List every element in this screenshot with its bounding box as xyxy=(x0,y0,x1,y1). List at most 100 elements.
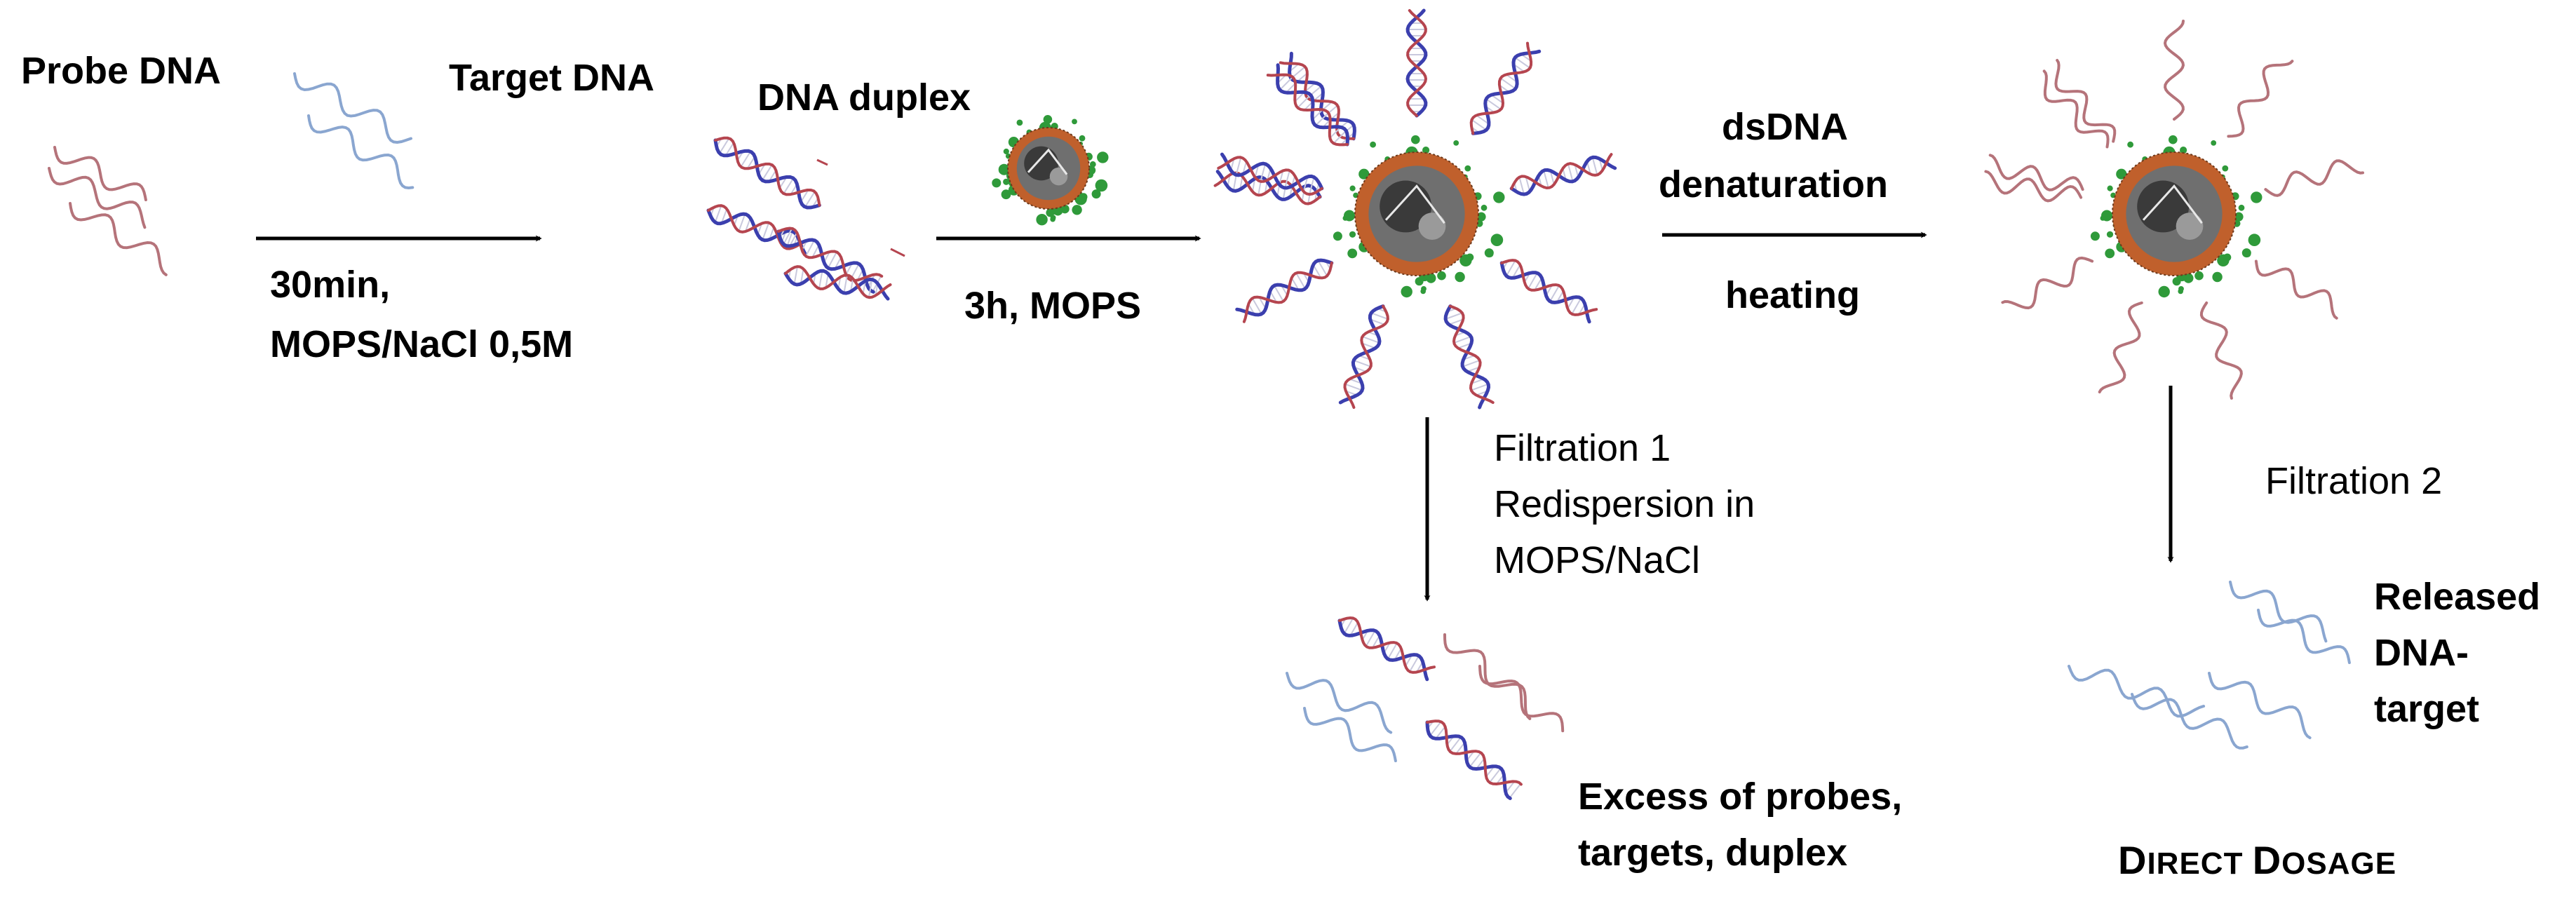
duplex-rung xyxy=(1353,359,1371,367)
filtration1-line2: Redispersion in xyxy=(1494,483,1755,525)
duplex-rung xyxy=(1235,157,1242,175)
particle-dot xyxy=(2127,141,2134,148)
duplex-strand-red xyxy=(1448,304,1495,404)
duplex-rung xyxy=(1471,119,1487,131)
probe-strand-2 xyxy=(69,202,168,276)
duplex-rung xyxy=(1311,109,1323,121)
duplex-fragment xyxy=(816,158,828,166)
excess-duplex-2 xyxy=(1425,719,1523,800)
duplex-strand-blue xyxy=(1443,304,1491,410)
duplex-rung xyxy=(1476,114,1490,125)
duplex-strand-blue xyxy=(1425,720,1512,800)
duplex-rung xyxy=(1365,630,1376,647)
duplex-strand-red xyxy=(1338,616,1436,674)
particle-dot xyxy=(1466,253,1474,262)
released-line3: target xyxy=(2374,688,2480,730)
particle-highlight xyxy=(1049,167,1068,186)
duplex-rung xyxy=(818,271,823,289)
conjugated-probe xyxy=(2042,69,2110,149)
arrow-layer xyxy=(256,231,2174,602)
duplex-rung xyxy=(811,244,820,258)
particle-dot xyxy=(1349,185,1356,191)
duplex-fragment xyxy=(890,248,905,257)
conjugated-probe xyxy=(2199,301,2243,400)
duplex-rung xyxy=(1490,94,1504,104)
duplex-rung xyxy=(825,273,829,288)
excess-target-1 xyxy=(1286,672,1393,734)
duplex-strand-red xyxy=(1279,61,1355,140)
duplex-rung xyxy=(1455,742,1466,755)
step1-condition-line2: MOPS/NaCl 0,5M xyxy=(270,323,574,365)
step3-line3: heating xyxy=(1725,274,1861,316)
particle-dot xyxy=(2105,248,2115,259)
particle-dot xyxy=(2180,147,2187,154)
particle-dot xyxy=(2238,204,2245,211)
duplex-strand-blue xyxy=(776,229,875,294)
excess-duplex-1 xyxy=(1337,616,1436,682)
duplex-strand-red xyxy=(1242,262,1333,323)
particle-dot xyxy=(1437,271,1446,280)
released-target-5 xyxy=(2208,672,2312,740)
particle-dot xyxy=(2106,231,2114,238)
particle-dot xyxy=(1453,140,1459,146)
duplex-rung xyxy=(1534,277,1543,291)
duplex-strand-blue xyxy=(1499,261,1591,324)
duplex-rung xyxy=(1372,635,1380,649)
filtration2-label: Filtration 2 xyxy=(2265,460,2443,502)
particle-dot xyxy=(1490,234,1504,247)
duplex-1 xyxy=(713,136,821,210)
probe-dna-label: Probe DNA xyxy=(21,50,222,92)
duplex-rung xyxy=(1525,176,1531,192)
duplex-rung xyxy=(1489,767,1502,783)
particle-center xyxy=(2137,180,2190,233)
duplex-rung xyxy=(1511,264,1521,278)
probe-strand-3 xyxy=(48,167,147,229)
duplex-strand-red xyxy=(777,226,884,283)
particle-dot xyxy=(2194,271,2204,280)
duplex-strand-red xyxy=(784,265,892,299)
duplex-rung xyxy=(1549,285,1560,302)
excess-probe-2 xyxy=(1478,665,1565,733)
target-dna-label: Target DNA xyxy=(449,57,655,99)
duplex-rung xyxy=(1260,163,1267,182)
particle-dot xyxy=(1072,205,1082,215)
duplex-rung xyxy=(789,232,798,247)
particle-dot xyxy=(2158,285,2170,298)
duplex-rung xyxy=(1462,359,1481,367)
step1-condition-line1: 30min, xyxy=(270,264,391,306)
step3-line2: denaturation xyxy=(1659,163,1889,205)
particle-highlight xyxy=(2176,212,2204,240)
duplex-rung xyxy=(1370,312,1389,320)
particle-dot xyxy=(1487,251,1494,257)
duplex-rung xyxy=(783,177,795,194)
particle-center xyxy=(1024,146,1058,181)
duplex-strand-red xyxy=(1426,719,1523,786)
duplex-rung xyxy=(1449,736,1462,752)
released-target-2 xyxy=(2257,609,2351,664)
direct-dosage-rest2: OSAGE xyxy=(2281,846,2397,881)
conjugated-probe xyxy=(2264,159,2364,197)
duplex-rung xyxy=(1312,264,1322,278)
duplex-rung xyxy=(1469,752,1482,768)
particle-dot xyxy=(1003,148,1009,155)
duplex-rung xyxy=(714,205,722,223)
duplex-rung xyxy=(724,142,734,156)
target-strand-2 xyxy=(307,114,414,190)
duplex-rung xyxy=(1315,112,1329,126)
duplex-strand-red xyxy=(1217,156,1323,196)
particle-mark xyxy=(2142,184,2203,224)
duplex-strand-blue xyxy=(1276,63,1349,147)
dna-duplex-label: DNA duplex xyxy=(757,76,971,119)
released-target-3 xyxy=(2068,665,2206,718)
particle-dot xyxy=(2212,271,2223,283)
direct-dosage-label: DIRECT DOSAGE xyxy=(2118,838,2396,883)
duplex-rung xyxy=(793,266,798,285)
particle-dot xyxy=(1347,248,1358,259)
particle-dot xyxy=(1097,151,1109,163)
duplex-rung xyxy=(783,228,793,245)
released-target-4 xyxy=(2131,693,2248,750)
duplex-strand-blue xyxy=(706,208,807,255)
conjugated-duplex xyxy=(1405,8,1428,118)
particle-dot xyxy=(2169,135,2178,144)
